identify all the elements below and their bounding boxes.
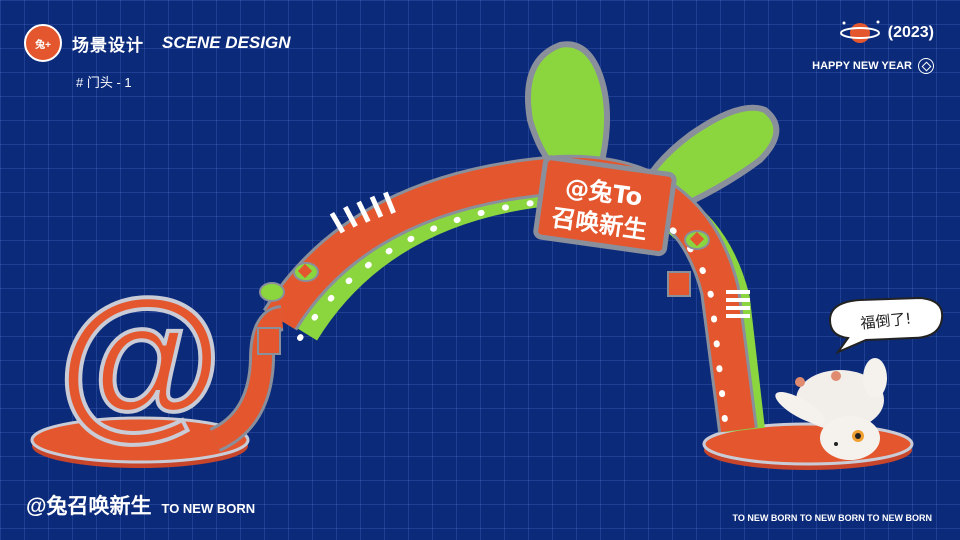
slogan-en: TO NEW BORN <box>161 501 256 516</box>
tag-clip-left <box>257 327 281 355</box>
ingot-icon <box>259 230 710 302</box>
year-label: (2023) <box>887 24 934 41</box>
arch-stripes-left <box>329 191 396 234</box>
planet-icon <box>839 20 880 43</box>
page-title-cn: 场景设计 <box>72 35 144 55</box>
speech-bubble <box>828 296 944 355</box>
at-symbol: @ <box>57 265 223 455</box>
arch-sign: @兔To 召唤新生 <box>533 155 677 257</box>
section-tag: # 门头 - 1 <box>76 75 132 90</box>
rabbit-figure-icon <box>775 358 887 460</box>
left-base <box>30 416 250 464</box>
corner-badge: (2023) HAPPY NEW YEAR <box>812 18 934 74</box>
footer-slogan: @兔召唤新生 TO NEW BORN <box>26 490 255 520</box>
greeting-label: HAPPY NEW YEAR <box>812 60 912 72</box>
arch-stripes-right <box>726 290 750 318</box>
tag-clip-right <box>667 271 691 297</box>
logo-badge: 兔+ <box>24 24 62 62</box>
diamond-icon <box>918 58 934 74</box>
footer-ticker: TO NEW BORN TO NEW BORN TO NEW BORN <box>732 513 933 523</box>
header-brand: 兔+ 场景设计 SCENE DESIGN <box>24 24 290 62</box>
page-title-en: SCENE DESIGN <box>162 33 291 52</box>
slogan-cn: @兔召唤新生 <box>26 495 152 518</box>
arch-dots <box>297 196 729 433</box>
bubble-text: 福倒了! <box>860 309 913 332</box>
logo-text: 兔+ <box>35 39 51 51</box>
